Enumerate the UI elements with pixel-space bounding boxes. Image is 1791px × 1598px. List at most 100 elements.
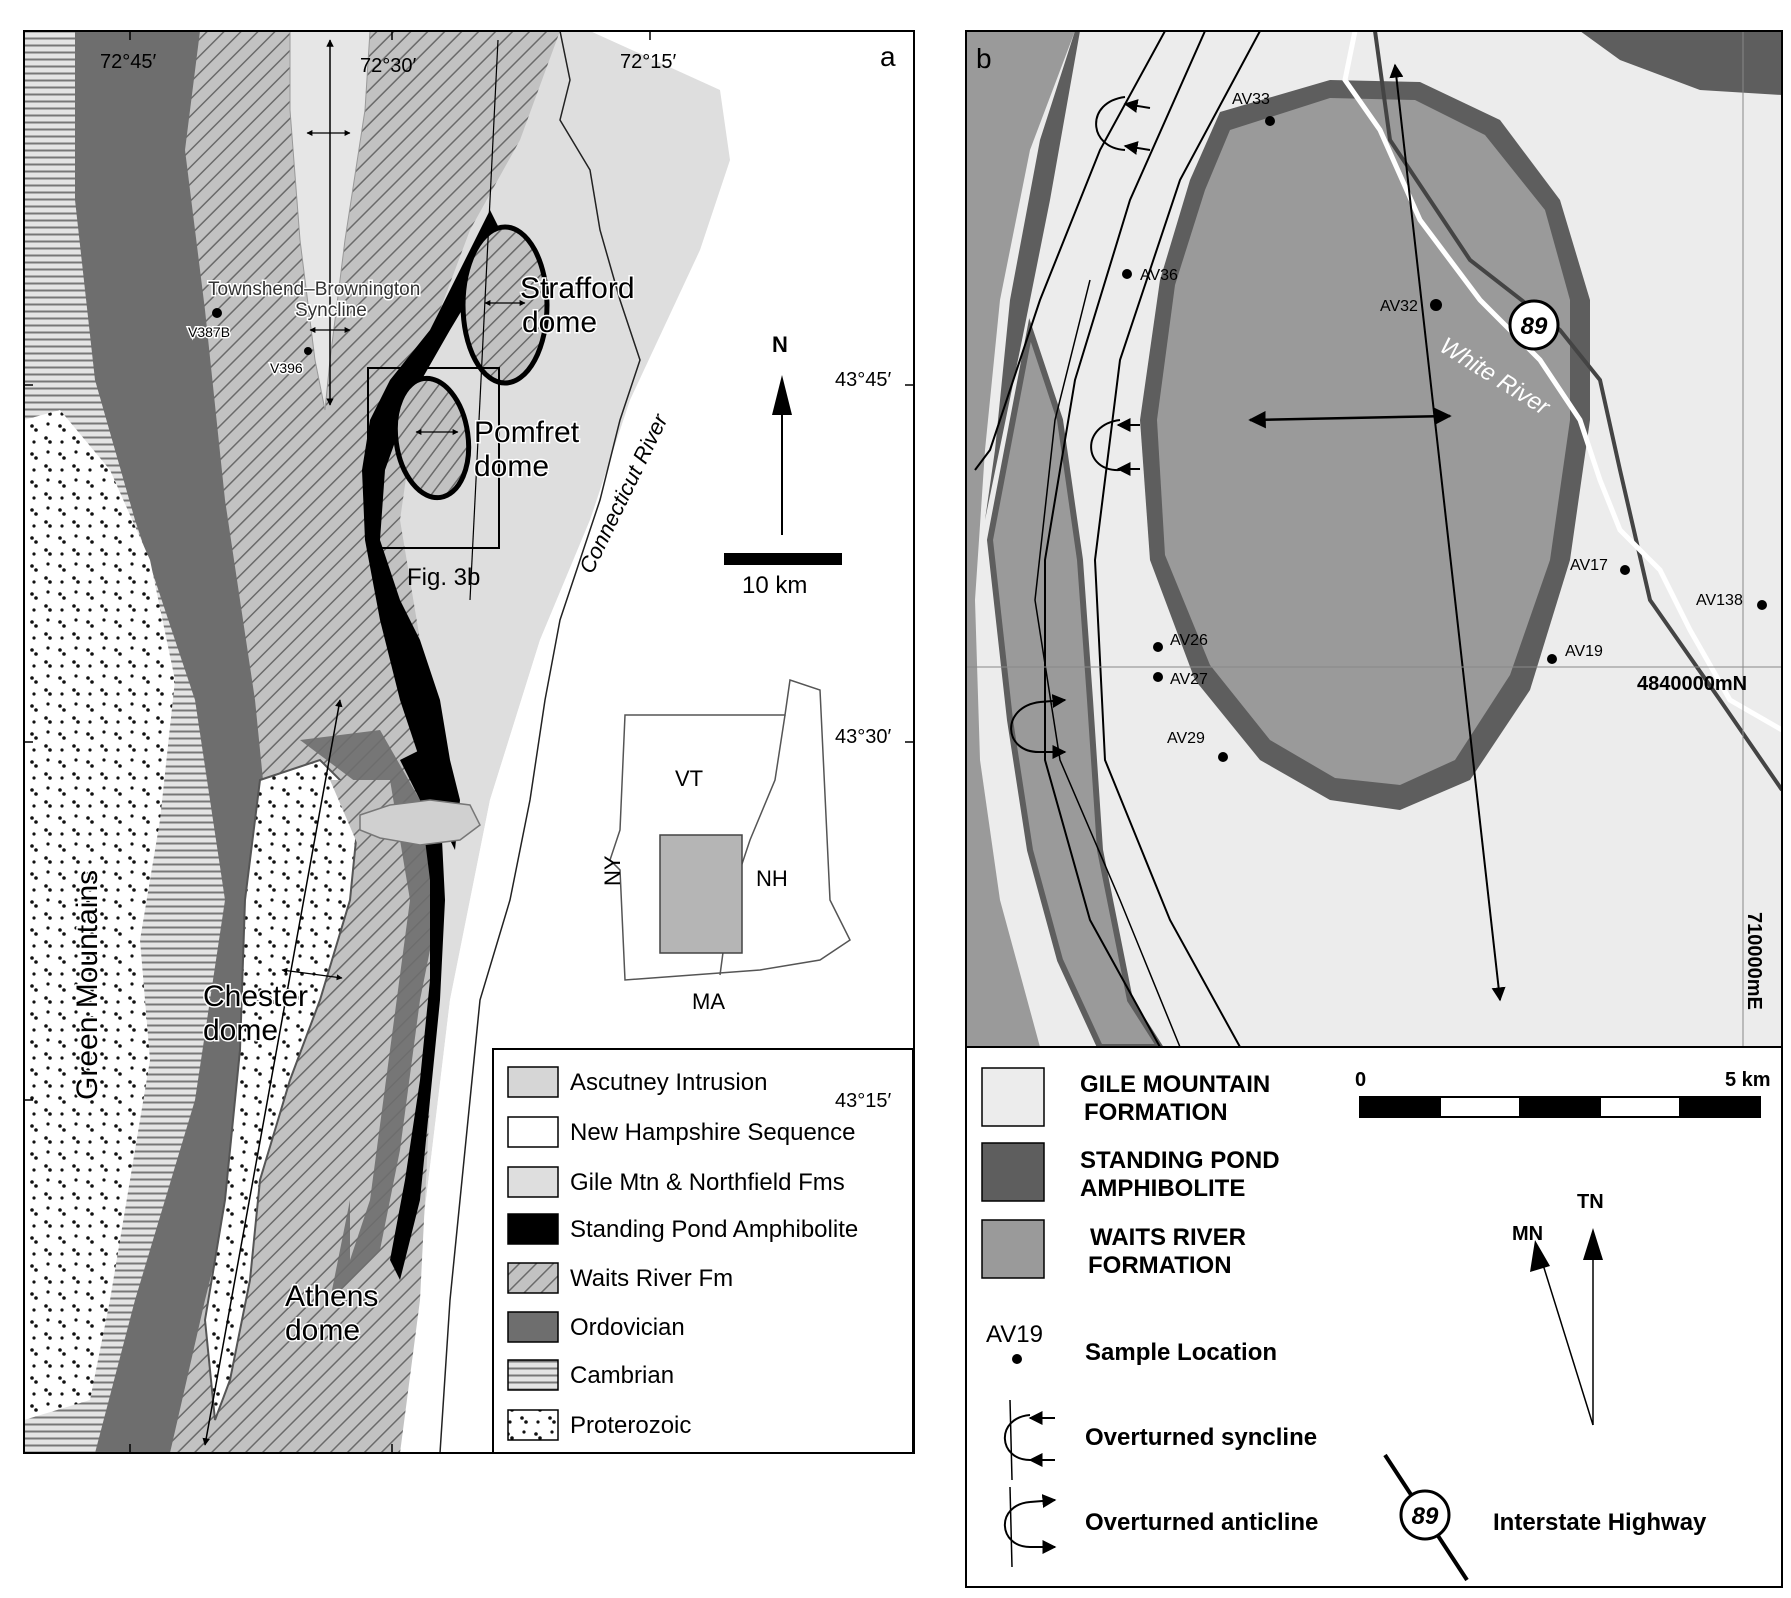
- panel-b-scale-bar: [1359, 1096, 1761, 1118]
- panel-a-text: a 72°45′ 72°30′ 72°15′ 43°45′ 43°30′ 43°…: [70, 41, 897, 1439]
- panel-a-legend: [492, 1048, 914, 1454]
- inset-locator-map: [609, 679, 904, 986]
- sample-label: AV32: [1380, 298, 1418, 315]
- pomfret-dome-label: dome: [474, 450, 549, 483]
- legend-label: Proterozoic: [570, 1412, 691, 1439]
- proterozoic-green-mountains: [24, 410, 175, 1420]
- legend-label: GILE MOUNTAIN: [1080, 1071, 1270, 1098]
- tn-label: TN: [1577, 1191, 1604, 1213]
- chester-dome-label: Chester: [203, 980, 308, 1013]
- scale-label: 10 km: [742, 572, 807, 599]
- panel-b-legend-swatches: [981, 1067, 1045, 1279]
- northing-label: 4840000mN: [1637, 673, 1747, 695]
- sample-label: AV33: [1232, 91, 1270, 108]
- panel-b-legend-text: GILE MOUNTAIN FORMATION STANDING POND AM…: [986, 1069, 1771, 1536]
- scale-end: 5 km: [1725, 1069, 1771, 1091]
- ascutney-intrusion: [359, 799, 481, 846]
- sample-label: AV27: [1170, 671, 1208, 688]
- sample-label: AV19: [1565, 643, 1603, 660]
- legend-label: New Hampshire Sequence: [570, 1119, 855, 1146]
- legend-label: Ordovician: [570, 1314, 685, 1341]
- mn-label: MN: [1512, 1223, 1543, 1245]
- easting-label: 710000mE: [1743, 912, 1765, 1010]
- sample-point: [1430, 299, 1442, 311]
- white-river: [1342, 31, 1782, 733]
- longitude-label: 72°30′: [360, 55, 416, 77]
- inset-ma: MA: [692, 989, 725, 1014]
- sample-label: AV29: [1167, 730, 1205, 747]
- panel-a-legend-swatches: [507, 1066, 559, 1441]
- panel-b-legend: [965, 1046, 1783, 1588]
- legend-label: AMPHIBOLITE: [1080, 1175, 1245, 1202]
- pomfret-dome: [392, 375, 472, 501]
- highway-shield: [1508, 299, 1560, 351]
- legend-syncline-symbol: [1003, 1399, 1055, 1481]
- syncline-name: Syncline: [295, 300, 367, 321]
- legend-label: Overturned syncline: [1085, 1424, 1317, 1451]
- legend-label: FORMATION: [1084, 1099, 1228, 1126]
- legend-anticline-symbol: [1003, 1486, 1057, 1568]
- legend-label: Cambrian: [570, 1362, 674, 1389]
- scale-bar: [724, 553, 842, 565]
- fig-3b-label: Fig. 3b: [407, 564, 480, 591]
- sample-label: V396: [270, 360, 303, 376]
- panel-b-letter: b: [976, 43, 992, 74]
- legend-label: Sample Location: [1085, 1339, 1277, 1366]
- latitude-label: 43°30′: [835, 726, 891, 748]
- sample-point: [1620, 565, 1630, 575]
- north-label: N: [772, 332, 788, 357]
- sample-label: AV36: [1140, 267, 1178, 284]
- chester-dome-label: dome: [203, 1014, 278, 1047]
- legend-highway-number: 89: [1412, 1503, 1439, 1530]
- latitude-label: 43°45′: [835, 369, 891, 391]
- legend-sample-example: AV19: [986, 1321, 1043, 1348]
- connecticut-river: [439, 31, 641, 1453]
- sample-point-v387b: [212, 308, 222, 318]
- panel-b-map: [966, 31, 1782, 1047]
- sample-point: [1153, 642, 1163, 652]
- sample-point: [1757, 600, 1767, 610]
- sample-label: AV138: [1696, 592, 1743, 609]
- pomfret-dome-label: Pomfret: [474, 416, 580, 449]
- antiform-axis: [1389, 63, 1506, 1002]
- sample-point: [1547, 654, 1557, 664]
- fig-3b-frame: [367, 367, 500, 549]
- legend-label: STANDING POND: [1080, 1147, 1280, 1174]
- scale-start: 0: [1355, 1069, 1366, 1091]
- latitude-label: 43°15′: [835, 1090, 891, 1112]
- legend-label: Overturned anticline: [1085, 1509, 1318, 1536]
- legend-highway-symbol: [1383, 1453, 1469, 1582]
- green-mountains-label: Green Mountains: [71, 870, 104, 1100]
- syncline-name: Townshend–Brownington: [208, 279, 420, 300]
- sample-label: AV17: [1570, 557, 1608, 574]
- panel-a-letter: a: [880, 41, 896, 72]
- strafford-dome-label: Strafford: [520, 272, 635, 305]
- north-arrow: [772, 375, 792, 535]
- sample-label: AV26: [1170, 632, 1208, 649]
- standing-pond-belt: [362, 210, 500, 850]
- legend-label: Ascutney Intrusion: [570, 1069, 767, 1096]
- sample-point-v396: [304, 347, 312, 355]
- antiform-arrow: [1248, 407, 1452, 429]
- strafford-dome-label: dome: [522, 306, 597, 339]
- sample-point: [1265, 116, 1275, 126]
- legend-label: WAITS RIVER: [1090, 1224, 1246, 1251]
- highway-shield-number: 89: [1521, 313, 1548, 340]
- inset-study-area: [659, 834, 743, 954]
- inset-vt: VT: [675, 766, 703, 791]
- athens-dome-label: dome: [285, 1314, 360, 1347]
- legend-label: Waits River Fm: [570, 1265, 733, 1292]
- sample-point: [1122, 269, 1132, 279]
- mn-tn-arrows: [1530, 1228, 1603, 1426]
- legend-sample-dot: [1012, 1354, 1022, 1364]
- longitude-label: 72°45′: [100, 51, 156, 73]
- legend-label: Interstate Highway: [1493, 1509, 1707, 1536]
- sample-point: [1153, 672, 1163, 682]
- longitude-label: 72°15′: [620, 51, 676, 73]
- sample-point: [1218, 752, 1228, 762]
- strafford-dome: [460, 224, 550, 386]
- panel-a-frame: [23, 30, 915, 1454]
- sample-label: V387B: [188, 324, 230, 340]
- legend-label: FORMATION: [1088, 1252, 1232, 1279]
